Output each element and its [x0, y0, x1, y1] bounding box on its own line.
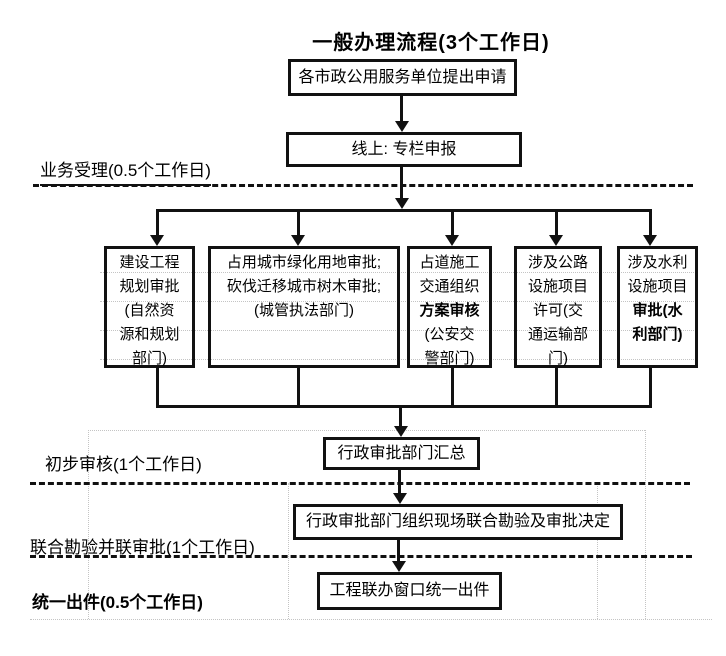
text-run-bold: 审批(水 利部门) [632, 302, 683, 343]
table-gridline-v [288, 483, 289, 619]
node-traffic-plan-review-label: 占道施工 交通组织 方案审核 (公安交 警部门) [419, 251, 479, 371]
converge-line [156, 405, 652, 408]
node-traffic-plan-review: 占道施工 交通组织 方案审核 (公安交 警部门) [407, 246, 492, 368]
table-gridline-h [88, 430, 645, 431]
table-gridline-h [30, 619, 712, 620]
node-joint-review-label: 行政审批部门组织现场联合勘验及审批决定 [305, 513, 610, 530]
connector-online-branch [400, 166, 403, 198]
converge-stub-2 [297, 368, 300, 405]
node-issue: 工程联办窗口统一出件 [317, 572, 502, 610]
stage-label-review: 初步审核(1个工作日) [45, 455, 202, 474]
branch-drop-5 [649, 212, 652, 235]
text-run: 建设工程 规划审批 (自然资 源和规划 部门) [119, 254, 180, 367]
stage-label-accept: 业务受理(0.5个工作日) [40, 156, 211, 186]
arrowhead-icon [291, 235, 305, 246]
arrowhead-icon [395, 121, 409, 132]
table-gridline-v [88, 430, 89, 619]
arrowhead-icon [150, 235, 164, 246]
arrowhead-icon [549, 235, 563, 246]
text-run-bold: 方案审核 [419, 302, 480, 319]
node-summary: 行政审批部门汇总 [323, 437, 480, 470]
connector-summary-joint [398, 470, 401, 493]
node-highway-permit: 涉及公路 设施项目 许可(交 通运输部 门) [514, 246, 602, 368]
arrowhead-icon [445, 235, 459, 246]
node-water-approval: 涉及水利 设施项目 审批(水 利部门) [617, 246, 698, 368]
text-run: 涉及水利 设施项目 [627, 254, 688, 295]
node-water-approval-label: 涉及水利 设施项目 审批(水 利部门) [627, 251, 687, 347]
branch-drop-2 [297, 212, 300, 235]
converge-stub-3 [451, 368, 454, 405]
stage-divider-review [30, 482, 690, 485]
table-gridline-v [597, 483, 598, 619]
converge-stub-5 [649, 368, 652, 405]
node-joint-review: 行政审批部门组织现场联合勘验及审批决定 [293, 504, 623, 540]
node-greenery-approval: 占用城市绿化用地审批; 砍伐迁移城市树木审批; (城管执法部门) [208, 246, 400, 368]
node-online-declare-label: 线上: 专栏申报 [351, 140, 457, 158]
node-apply-label: 各市政公用服务单位提出申请 [298, 68, 507, 86]
branch-drop-4 [555, 212, 558, 235]
arrowhead-icon [392, 561, 406, 572]
stage-label-joint: 联合勘验并联审批(1个工作日) [30, 538, 255, 557]
converge-stub-1 [156, 368, 159, 405]
node-greenery-approval-label: 占用城市绿化用地审批; 砍伐迁移城市树木审批; (城管执法部门) [227, 251, 381, 323]
table-gridline-v [645, 430, 646, 619]
connector-joint-issue [397, 540, 400, 561]
branch-drop-1 [156, 212, 159, 235]
text-run: 涉及公路 设施项目 许可(交 通运输部 门) [527, 254, 588, 367]
node-summary-label: 行政审批部门汇总 [337, 444, 466, 462]
stage-divider-accept [33, 184, 693, 187]
node-online-declare: 线上: 专栏申报 [286, 132, 522, 167]
text-run: (公安交 警部门) [424, 326, 475, 367]
branch-drop-3 [451, 212, 454, 235]
converge-stub-4 [555, 368, 558, 405]
stage-label-issue: 统一出件(0.5个工作日) [32, 593, 203, 612]
branch-line [156, 209, 652, 212]
arrowhead-icon [395, 198, 409, 209]
arrowhead-icon [394, 426, 408, 437]
arrowhead-icon [643, 235, 657, 246]
node-highway-permit-label: 涉及公路 设施项目 许可(交 通运输部 门) [528, 251, 588, 371]
stage-divider-joint [30, 555, 692, 558]
text-run: 占用城市绿化用地审批; 砍伐迁移城市树木审批; (城管执法部门) [226, 254, 382, 319]
node-apply: 各市政公用服务单位提出申请 [288, 59, 517, 96]
page-title: 一般办理流程(3个工作日) [312, 32, 550, 54]
node-planning-approval: 建设工程 规划审批 (自然资 源和规划 部门) [104, 246, 195, 368]
connector-apply-online [400, 96, 403, 122]
node-issue-label: 工程联办窗口统一出件 [329, 582, 490, 599]
arrowhead-icon [393, 493, 407, 504]
connector-converge-summary [399, 408, 402, 426]
text-run: 占道施工 交通组织 [419, 254, 480, 295]
node-planning-approval-label: 建设工程 规划审批 (自然资 源和规划 部门) [119, 251, 179, 371]
